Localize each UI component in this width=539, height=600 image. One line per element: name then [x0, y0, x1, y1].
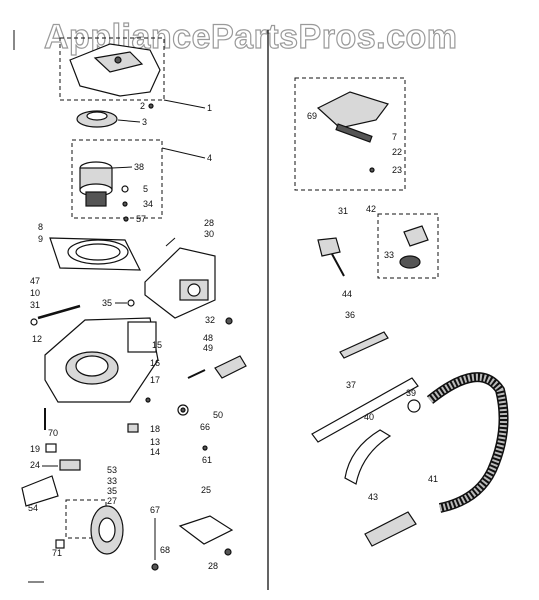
label-17: 17: [150, 375, 160, 385]
floor-brush-part: [316, 91, 389, 143]
bottom-plate-part: [178, 515, 234, 545]
main-body-part: [44, 317, 159, 403]
label-68: 68: [160, 545, 170, 555]
bent-tube-part: [344, 429, 392, 485]
gasket-ring-part: [49, 237, 141, 271]
label-67: 67: [150, 505, 160, 515]
switch-part: [177, 404, 189, 416]
label-31-left: 31: [30, 300, 40, 310]
crevice-tool-part: [339, 331, 389, 359]
label-1: 1: [207, 103, 212, 113]
label-69: 69: [307, 111, 317, 121]
label-16: 16: [150, 358, 160, 368]
label-33-left: 33: [107, 476, 117, 486]
label-57: 57: [136, 214, 146, 224]
bracket-part: [127, 423, 139, 433]
label-54: 54: [28, 503, 38, 513]
label-19: 19: [30, 444, 40, 454]
label-34: 34: [143, 199, 153, 209]
label-42: 42: [366, 204, 376, 214]
label-39: 39: [406, 388, 416, 398]
label-61: 61: [202, 455, 212, 465]
label-47: 47: [30, 276, 40, 286]
label-9: 9: [38, 234, 43, 244]
label-12: 12: [32, 334, 42, 344]
label-4: 4: [207, 153, 212, 163]
motor-part: [79, 161, 113, 207]
label-44: 44: [342, 289, 352, 299]
hose-part: [426, 372, 509, 513]
label-5: 5: [143, 184, 148, 194]
label-66: 66: [200, 422, 210, 432]
label-27: 27: [107, 496, 117, 506]
floor-brush-box: [294, 77, 406, 191]
label-37: 37: [346, 380, 356, 390]
label-8: 8: [38, 222, 43, 232]
upholstery-nozzle-part: [399, 225, 429, 269]
label-24: 24: [30, 460, 40, 470]
label-3: 3: [142, 117, 147, 127]
filter-holder-part: [144, 247, 216, 319]
label-32: 32: [205, 315, 215, 325]
caster-part: [151, 563, 159, 571]
label-28-top: 28: [204, 218, 214, 228]
motor-box: [71, 139, 163, 219]
label-25: 25: [201, 485, 211, 495]
dusting-brush-part: [317, 237, 345, 277]
label-18: 18: [150, 424, 160, 434]
wand-part: [311, 377, 419, 443]
label-15: 15: [152, 340, 162, 350]
label-10: 10: [30, 288, 40, 298]
label-33-right: 33: [384, 250, 394, 260]
label-23: 23: [392, 165, 402, 175]
label-35-bottom: 35: [107, 486, 117, 496]
label-43: 43: [368, 492, 378, 502]
label-31-right: 31: [338, 206, 348, 216]
label-40: 40: [364, 412, 374, 422]
label-50: 50: [213, 410, 223, 420]
label-71: 71: [52, 548, 62, 558]
label-30: 30: [204, 229, 214, 239]
label-13: 13: [150, 437, 160, 447]
rod-part: [37, 304, 81, 320]
label-2: 2: [140, 101, 145, 111]
label-49: 49: [203, 343, 213, 353]
label-14: 14: [150, 447, 160, 457]
latch-part: [187, 355, 247, 379]
fan-part: [76, 110, 118, 128]
label-41: 41: [428, 474, 438, 484]
cord-reel-part: [65, 499, 124, 555]
label-70: 70: [48, 428, 58, 438]
label-35-top: 35: [102, 298, 112, 308]
label-38: 38: [134, 162, 144, 172]
ring-part: [407, 399, 421, 413]
label-36: 36: [345, 310, 355, 320]
label-48: 48: [203, 333, 213, 343]
upholstery-box: [377, 213, 439, 279]
label-7: 7: [392, 132, 397, 142]
mounting-plate-part: [21, 475, 59, 507]
hose-end-part: [364, 511, 417, 547]
label-28-bottom: 28: [208, 561, 218, 571]
label-53: 53: [107, 465, 117, 475]
label-22: 22: [392, 147, 402, 157]
top-cover-part: [59, 37, 165, 101]
